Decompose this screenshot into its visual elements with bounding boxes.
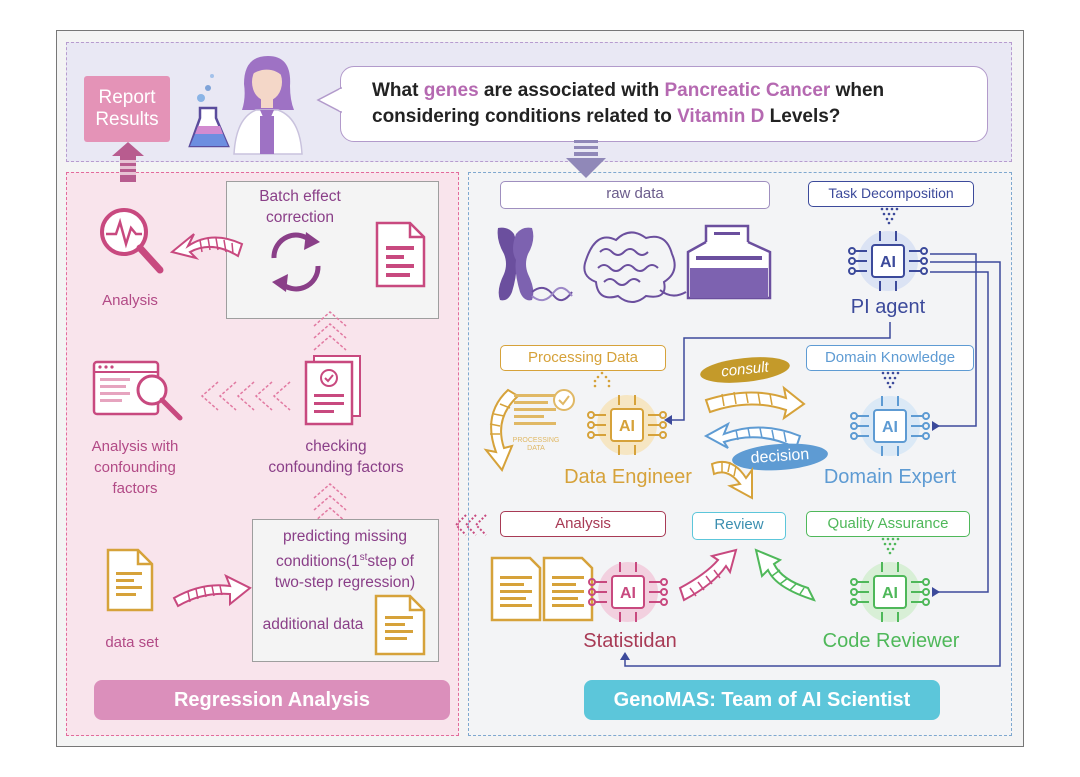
statistician-documents-icon (490, 556, 594, 622)
review-label: Review (692, 512, 786, 540)
consult-decision-arrows-icon (703, 385, 806, 450)
down-arrow-icon (566, 140, 606, 178)
report-line2: Results (95, 109, 159, 130)
quality-assurance-label: Quality Assurance (806, 511, 970, 537)
question-highlight-disease: Pancreatic Cancer (664, 80, 831, 101)
pi-agent-ai-chip-icon: AI (848, 231, 928, 291)
svg-text:AI: AI (620, 585, 636, 602)
svg-text:AI: AI (882, 585, 898, 602)
chevrons-left-small-icon (454, 514, 487, 536)
question-highlight-condition: Vitamin D (677, 106, 765, 127)
chevrons-left-icon (200, 381, 291, 411)
dashboard-magnifier-icon (92, 360, 183, 421)
printer-icon (686, 224, 772, 300)
statistician-label: Statistidan (583, 630, 677, 652)
review-arrows-icon (678, 548, 816, 602)
question-text-4: Levels? (764, 106, 841, 127)
chevrons-up-icon-2 (313, 483, 347, 523)
dots-arrow-pi (880, 207, 899, 225)
report-line1: Report (98, 87, 156, 108)
dots-arrow-expert (881, 371, 900, 389)
processing-data-icon: PROCESSING DATA (513, 389, 575, 452)
checklist-icon (304, 355, 361, 426)
svg-text:DATA: DATA (527, 445, 545, 452)
additional-data-label: additional data (262, 616, 364, 633)
protein-icon (583, 231, 687, 303)
gold-curved-arrow-icon (483, 388, 520, 472)
dataset-label: data set (105, 634, 159, 651)
code-reviewer-ai-chip-icon: AI (850, 562, 930, 622)
gold-arrow-down-icon (710, 460, 753, 500)
svg-text:AI: AI (882, 419, 898, 436)
svg-text:AI: AI (619, 418, 635, 435)
question-bubble (340, 66, 988, 142)
statistician-ai-chip-icon: AI (588, 562, 668, 622)
task-decomposition-label: Task Decomposition (808, 181, 974, 207)
question-text-3: when considering conditions related to (372, 80, 885, 127)
refresh-cycle-icon (271, 232, 321, 292)
striped-arrow-right-icon (172, 573, 252, 608)
svg-text:PROCESSING: PROCESSING (513, 437, 560, 444)
dots-arrow-engineer (593, 371, 611, 388)
question-highlight-genes: genes (423, 80, 479, 101)
dataset-document-icon (106, 548, 154, 612)
additional-data-document-icon (374, 594, 426, 656)
data-engineer-label: Data Engineer (564, 466, 692, 488)
striped-arrow-left-icon (169, 233, 244, 260)
regression-analysis-banner: Regression Analysis (94, 680, 450, 720)
flask-icon (188, 74, 230, 148)
code-reviewer-label: Code Reviewer (822, 630, 960, 652)
research-question: What genes are associated with Pancreati… (372, 78, 972, 130)
domain-expert-ai-chip-icon: AI (850, 396, 930, 456)
document-icon (375, 221, 426, 288)
question-text-1: What (372, 80, 424, 101)
chevrons-up-icon (313, 311, 347, 351)
domain-expert-label: Domain Expert (823, 466, 957, 488)
raw-data-label: raw data (500, 181, 770, 209)
data-engineer-ai-chip-icon: AI (587, 395, 667, 455)
chromosome-icon (497, 227, 573, 302)
genomas-banner: GenoMAS: Team of AI Scientist (584, 680, 940, 720)
processing-data-label: Processing Data (500, 345, 666, 371)
analysis-magnifier-icon (100, 208, 164, 274)
analysis-label-right: Analysis (500, 511, 666, 537)
domain-knowledge-label: Domain Knowledge (806, 345, 974, 371)
question-text-2: are associated with (478, 80, 665, 101)
scientist-icon (188, 56, 303, 155)
bubble-tail (316, 86, 343, 114)
svg-text:AI: AI (880, 254, 896, 271)
analysis-label: Analysis (102, 292, 158, 309)
pi-agent-label: PI agent (850, 296, 926, 318)
dots-arrow-reviewer (881, 537, 900, 555)
